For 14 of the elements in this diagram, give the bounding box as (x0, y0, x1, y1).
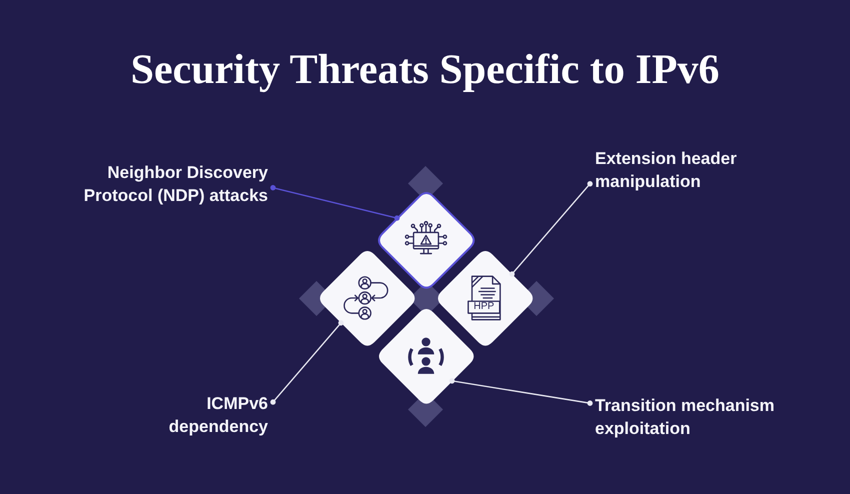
file-type-text: HPP (474, 302, 494, 312)
diamond-tile (378, 308, 474, 404)
callout-text: ICMPv6 dependency (167, 392, 268, 438)
leader-line (509, 181, 593, 277)
diamond-tile (438, 250, 532, 346)
callout-text: Extension header manipulation (595, 147, 738, 193)
leader-line (270, 185, 400, 221)
leader-line (449, 378, 593, 406)
leader-line (270, 320, 344, 405)
title: Security Threats Specific to IPv6 (130, 46, 720, 95)
callout-text: Neighbor Discovery Protocol (NDP) attacks (82, 161, 268, 207)
diamond-tile (320, 250, 414, 346)
callout-text: Transition mechanism exploitation (595, 394, 776, 440)
diamond-tile (378, 192, 474, 288)
